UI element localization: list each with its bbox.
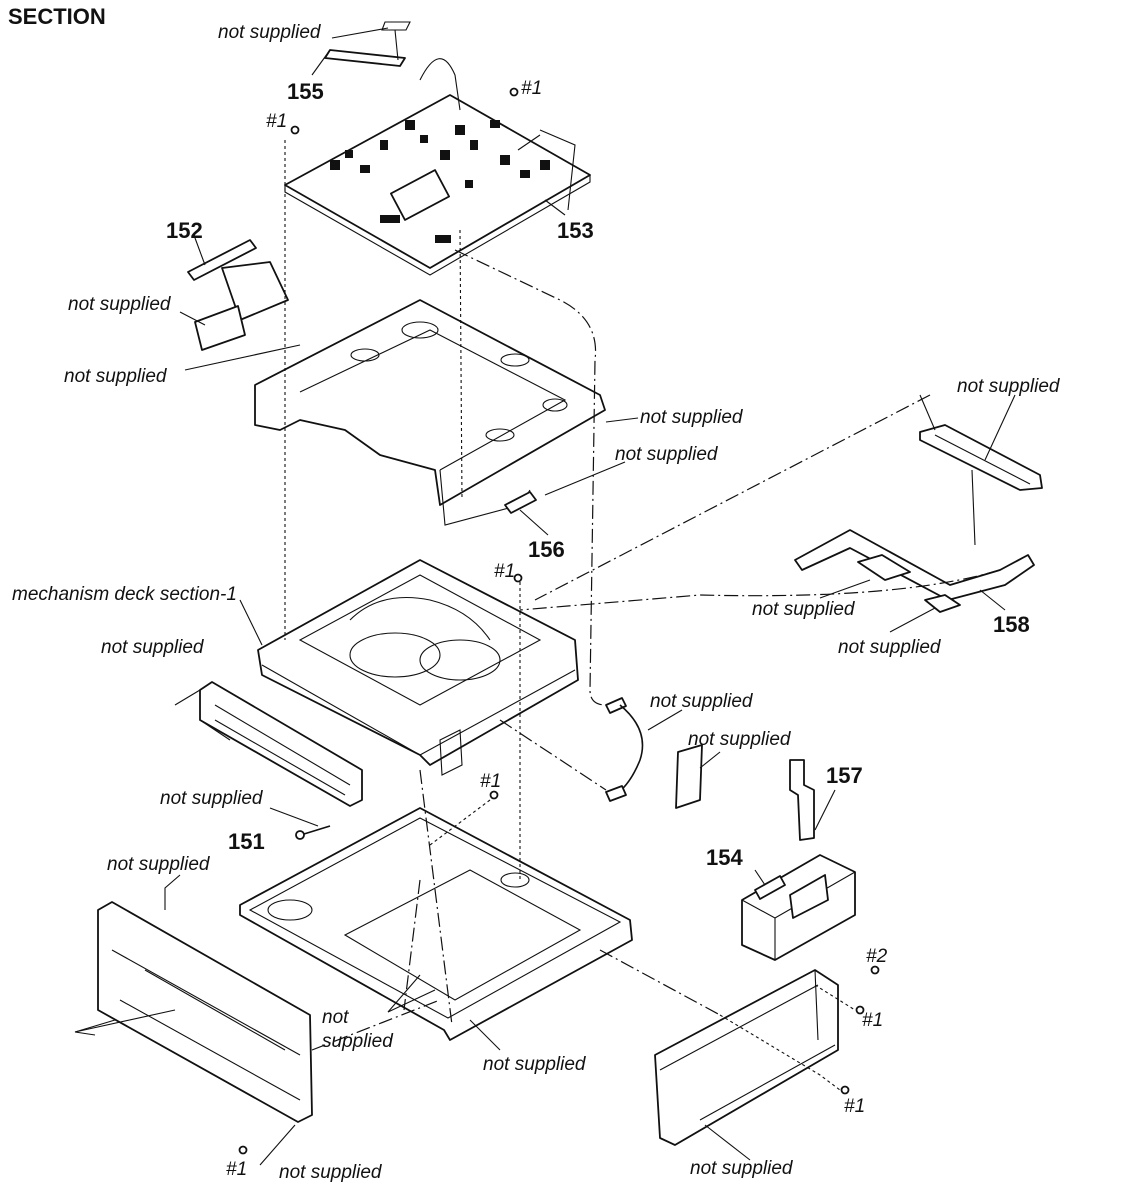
label-screw-1: #1 (480, 771, 501, 792)
label-not-supplied: not supplied (957, 376, 1061, 397)
section-title: SECTION (8, 4, 106, 29)
label-screw-1: #1 (862, 1010, 883, 1031)
label-not-supplied: not supplied (650, 691, 754, 712)
part-151-screw (295, 825, 331, 840)
label-screw-1: #1 (226, 1159, 247, 1180)
label-screw-1: #1 (266, 111, 287, 132)
label-part-156: 156 (528, 537, 565, 562)
upper-frame (254, 299, 606, 526)
label-not-supplied: not supplied (107, 854, 211, 875)
cable-harness (605, 697, 703, 809)
label-not-supplied: not supplied (640, 407, 744, 428)
label-supplied: supplied (322, 1031, 394, 1052)
label-not-supplied: not supplied (838, 637, 942, 658)
label-not-supplied: not supplied (690, 1158, 794, 1179)
label-screw-1: #1 (521, 78, 542, 99)
label-not-supplied: not supplied (483, 1054, 587, 1075)
label-not-supplied: not supplied (688, 729, 792, 750)
label-not-supplied: not supplied (64, 366, 168, 387)
label-not-supplied: not supplied (615, 444, 719, 465)
label-part-154: 154 (706, 845, 743, 870)
label-not-supplied: not supplied (279, 1162, 383, 1183)
label-screw-1: #1 (844, 1096, 865, 1117)
assembly-guides (284, 140, 1001, 1091)
label-not-supplied: not supplied (218, 22, 322, 43)
bottom-chassis (239, 807, 633, 1041)
label-part-158: 158 (993, 612, 1030, 637)
label-mechanism-deck: mechanism deck section-1 (12, 584, 237, 605)
right-bottom-bracket (654, 969, 839, 1146)
callout-labels: not supplied 155 #1 #1 153 152 not suppl… (12, 22, 1061, 1183)
label-not: not (322, 1007, 349, 1028)
label-part-152: 152 (166, 218, 203, 243)
label-not-supplied: not supplied (68, 294, 172, 315)
label-part-157: 157 (826, 763, 863, 788)
part-152-cable (187, 239, 289, 351)
part-158-flat-cable (794, 469, 1035, 613)
front-bracket-mid (174, 681, 363, 807)
label-not-supplied: not supplied (160, 788, 264, 809)
upper-right-bracket (919, 424, 1043, 491)
label-part-151: 151 (228, 829, 265, 854)
screws (238, 87, 880, 1155)
part-155-flat-cable (324, 21, 411, 67)
label-part-155: 155 (287, 79, 324, 104)
label-not-supplied: not supplied (752, 599, 856, 620)
label-screw-1: #1 (494, 561, 515, 582)
part-153-main-board (284, 58, 591, 276)
label-screw-2: #2 (866, 946, 888, 967)
label-part-153: 153 (557, 218, 594, 243)
part-154-module (741, 854, 856, 961)
leader-lines (74, 27, 1016, 1166)
label-not-supplied: not supplied (101, 637, 205, 658)
left-bottom-bracket (97, 901, 313, 1123)
part-156-strip (504, 491, 537, 514)
part-157-cable (789, 759, 815, 841)
